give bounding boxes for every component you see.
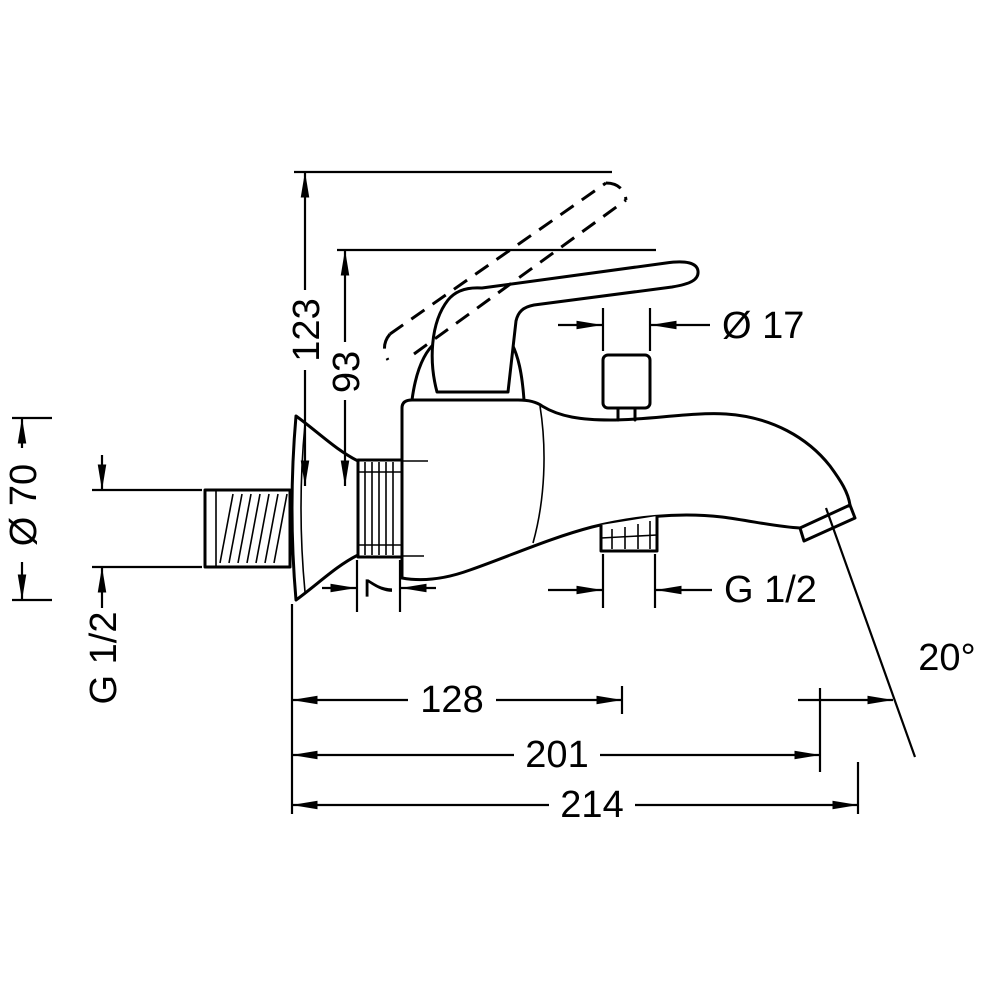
dim-label-93: 93 (326, 351, 368, 393)
dim-label-dia17: Ø 17 (722, 305, 804, 347)
escutcheon-bell (290, 414, 360, 602)
dim-label-214: 214 (560, 784, 623, 826)
dimension-dia-17: Ø 17 (558, 305, 804, 351)
dimension-20deg: 20° (798, 507, 976, 772)
thread-hatch (219, 493, 288, 564)
dim-label-201: 201 (525, 734, 588, 776)
dimension-g12-outlet: G 1/2 (548, 554, 817, 611)
dimensions: 123 93 Ø 17 Ø 70 (3, 170, 976, 826)
mixer-drawing (203, 181, 857, 602)
lever-outline (430, 260, 700, 394)
lever-handle-raised-dashed (383, 181, 628, 361)
shower-outlet-fitting (599, 516, 659, 553)
union-nut (356, 458, 404, 559)
dim-label-123: 123 (286, 298, 328, 361)
dim-label-128: 128 (420, 679, 483, 721)
spout-bottom-outline (400, 513, 802, 582)
dimension-201: 201 (291, 734, 821, 776)
dimension-dia-70: Ø 70 (3, 416, 52, 602)
lever-handle (430, 260, 700, 394)
dimension-7: 7 (322, 560, 436, 612)
dimension-g12-inlet: G 1/2 (83, 455, 202, 704)
dimension-214: 214 (291, 762, 860, 826)
escutcheon (290, 414, 360, 602)
dimension-128: 128 (291, 679, 624, 721)
dim-label-dia70: Ø 70 (3, 464, 45, 546)
body-and-spout (400, 398, 857, 582)
spout-outlet-aerator (798, 503, 857, 543)
spout-top-outline (400, 398, 852, 580)
dim-label-g12-outlet: G 1/2 (724, 569, 817, 611)
diverter-knob-outline (601, 353, 652, 410)
dim-label-g12-inlet: G 1/2 (83, 612, 125, 705)
diverter-knob (601, 353, 652, 422)
dim-label-7: 7 (359, 577, 401, 598)
dimension-93: 93 (326, 248, 656, 487)
dim-label-20deg: 20° (918, 637, 975, 679)
dimension-123: 123 (286, 170, 612, 487)
wall-connection-pipe (203, 488, 292, 569)
